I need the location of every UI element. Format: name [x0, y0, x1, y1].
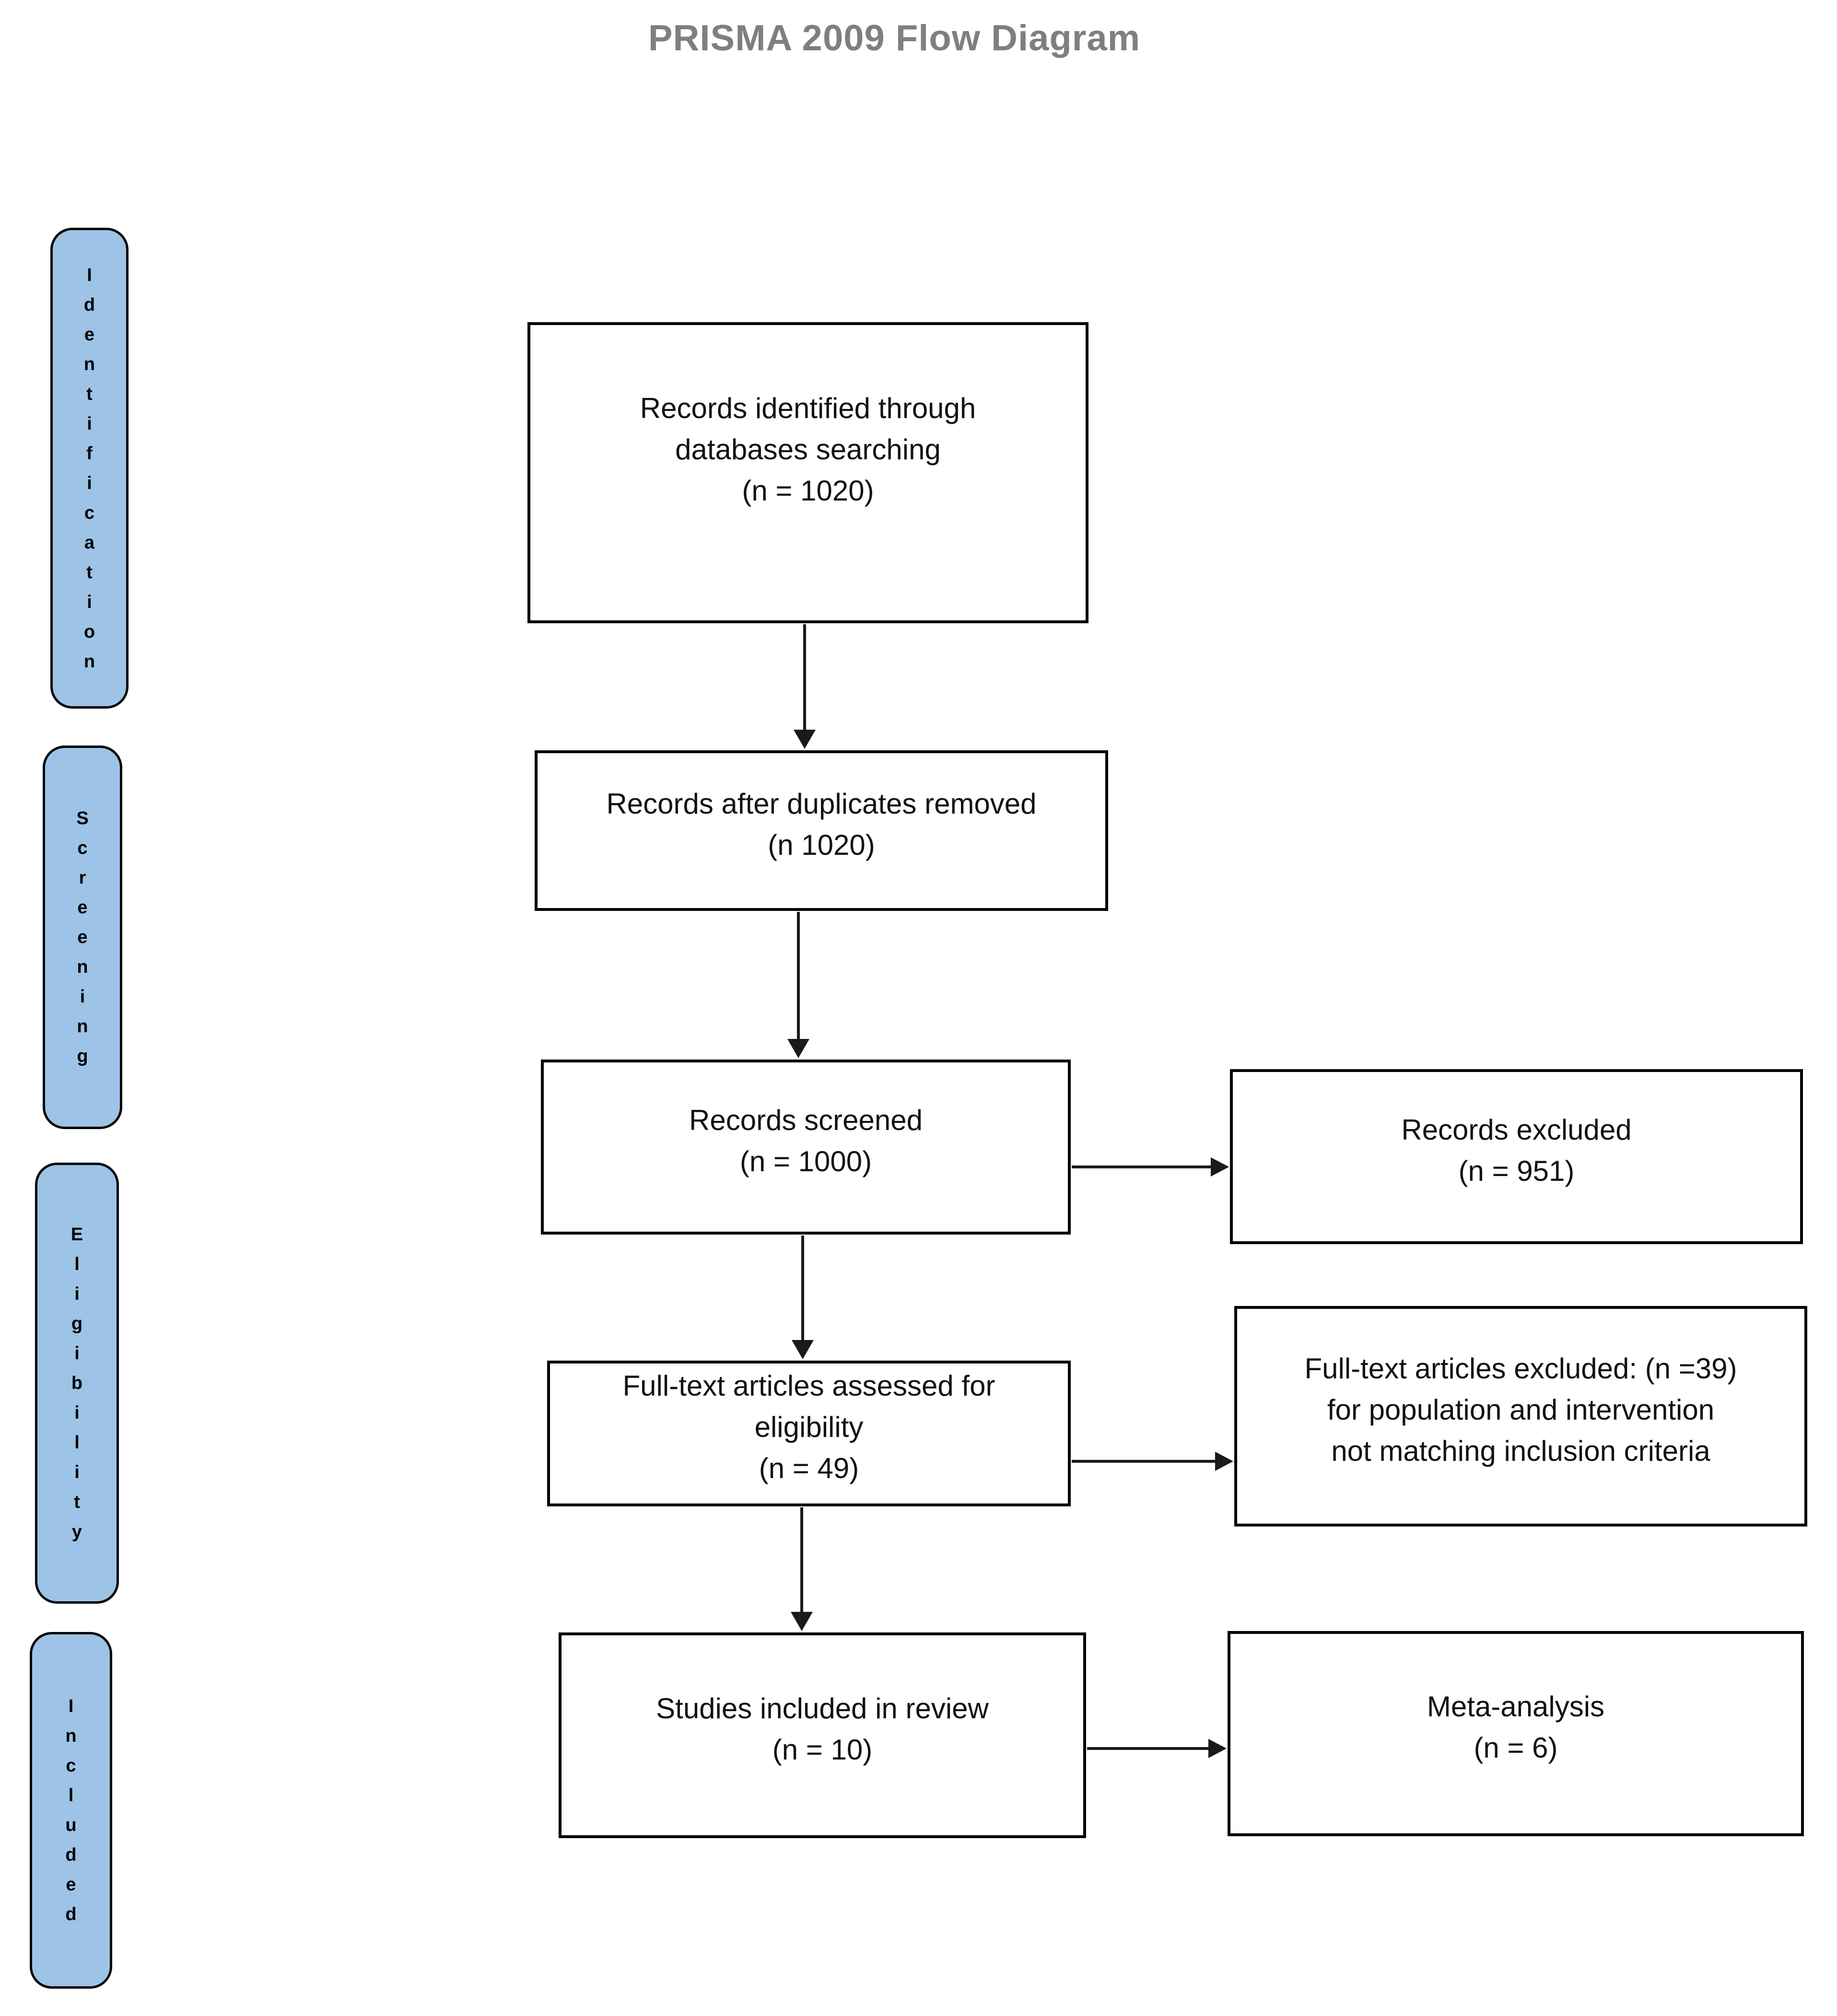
box-records-screened-text: Records screened (n = 1000)	[689, 1104, 923, 1177]
stage-label-screening: S c r e e n i n g	[76, 808, 89, 1066]
stage-label-eligibility: E l i g i b i l i t y	[70, 1224, 83, 1542]
box-fulltext-excluded: Full-text articles excluded: (n =39) for…	[1234, 1306, 1807, 1527]
box-fulltext-excluded-text: Full-text articles excluded: (n =39) for…	[1304, 1352, 1737, 1467]
box-records-excluded-text: Records excluded (n = 951)	[1401, 1113, 1632, 1187]
box-records-screened: Records screened (n = 1000)	[541, 1060, 1071, 1235]
box-fulltext-assessed: Full-text articles assessed for eligibil…	[547, 1361, 1071, 1506]
box-records-excluded: Records excluded (n = 951)	[1230, 1069, 1803, 1244]
box-meta-analysis-text: Meta-analysis (n = 6)	[1427, 1690, 1605, 1764]
box-duplicates-removed: Records after duplicates removed (n 1020…	[535, 750, 1108, 911]
box-records-identified: Records identified through databases sea…	[527, 322, 1088, 623]
stage-label-included: I n c l u d e d	[65, 1696, 77, 1924]
box-records-identified-text: Records identified through databases sea…	[640, 392, 976, 507]
stage-eligibility: E l i g i b i l i t y	[35, 1163, 119, 1604]
diagram-title: PRISMA 2009 Flow Diagram	[648, 18, 1141, 58]
box-studies-included-text: Studies included in review (n = 10)	[656, 1692, 989, 1766]
stage-label-identification: I d e n t i f i c a t i o n	[83, 265, 95, 672]
stage-identification: I d e n t i f i c a t i o n	[50, 228, 129, 709]
box-duplicates-removed-text: Records after duplicates removed (n 1020…	[606, 787, 1037, 861]
stage-included: I n c l u d e d	[30, 1632, 112, 1989]
box-studies-included: Studies included in review (n = 10)	[559, 1632, 1086, 1838]
stage-screening: S c r e e n i n g	[43, 746, 122, 1129]
box-fulltext-assessed-text: Full-text articles assessed for eligibil…	[622, 1370, 995, 1484]
box-meta-analysis: Meta-analysis (n = 6)	[1228, 1631, 1804, 1836]
